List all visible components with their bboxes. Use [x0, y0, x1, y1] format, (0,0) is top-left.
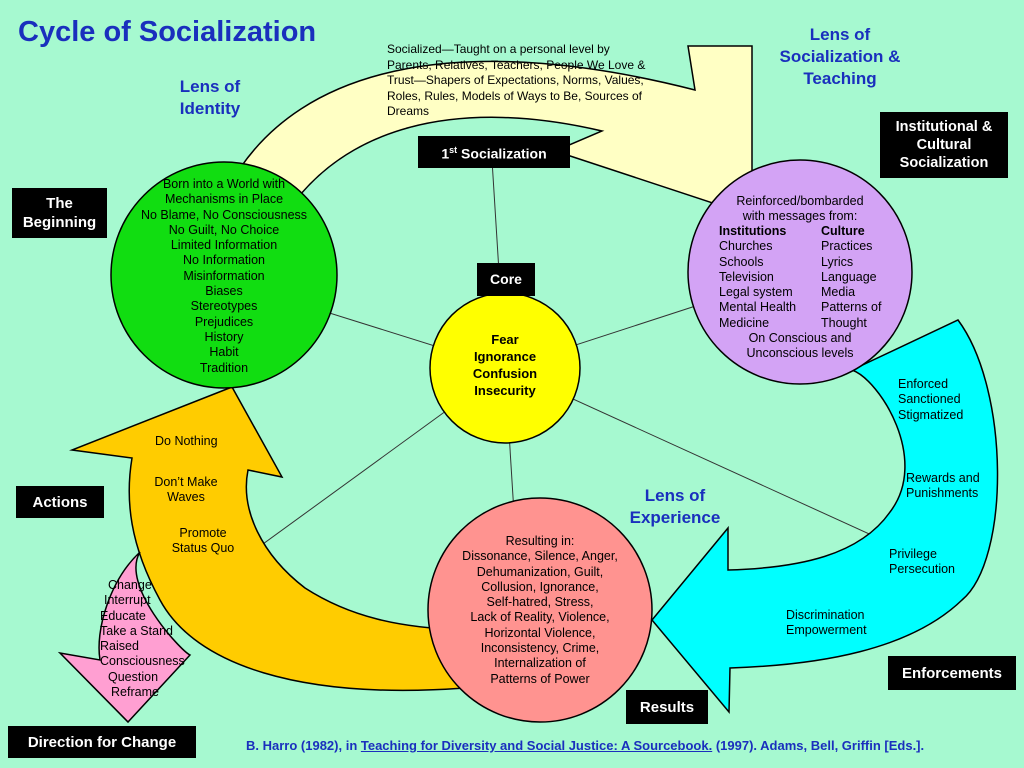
- label-results: Results: [626, 690, 708, 724]
- label-core: Core: [477, 263, 535, 296]
- identity-circle: [110, 161, 338, 389]
- label-enforcements: Enforcements: [888, 656, 1016, 690]
- citation-book-link[interactable]: Teaching for Diversity and Social Justic…: [360, 738, 713, 753]
- results-circle-text: Resulting in: Dissonance, Silence, Anger…: [462, 534, 618, 686]
- label-direction-for-change: Direction for Change: [8, 726, 196, 758]
- dont-make-waves-text: Don’t Make Waves: [154, 475, 218, 505]
- status-quo-text: Promote Status Quo: [171, 526, 235, 556]
- results-circle: [427, 497, 653, 723]
- discrimination-text: Discrimination Empowerment: [786, 608, 867, 638]
- identity-circle-text: Born into a World with Mechanisms in Pla…: [140, 177, 308, 375]
- do-nothing-text: Do Nothing: [155, 434, 218, 448]
- change-arrow: [57, 551, 192, 724]
- left-arrow: [69, 386, 466, 691]
- citation: B. Harro (1982), in Teaching for Diversi…: [246, 738, 925, 753]
- institutional-circle-outro: On Conscious and Unconscious levels: [746, 331, 854, 361]
- privilege-text: Privilege Persecution: [889, 547, 956, 577]
- top-arrow-text: Socialized—Taught on a personal level by…: [387, 42, 646, 118]
- institutional-circle-intro: Reinforced/bombarded with messages from:: [736, 194, 864, 224]
- page-title: Cycle of Socialization: [18, 16, 317, 48]
- top-arrow: [227, 45, 753, 247]
- right-arrow: [651, 319, 999, 715]
- change-text: Change Interrupt Educate Take a Stand Ra…: [100, 578, 185, 700]
- rewards-text: Rewards and Punishments: [906, 471, 980, 501]
- label-actions: Actions: [16, 486, 104, 518]
- enforced-text: Enforced Sanctioned Stigmatized: [898, 377, 964, 422]
- core-circle-text: Fear Ignorance Confusion Insecurity: [472, 332, 538, 398]
- institutions-list: Institutions Churches Schools Television…: [719, 224, 797, 330]
- label-first-socialization: 1st Socialization: [418, 136, 570, 168]
- culture-list: Culture Practices Lyrics Language Media …: [821, 224, 882, 330]
- institutional-circle: [687, 159, 913, 385]
